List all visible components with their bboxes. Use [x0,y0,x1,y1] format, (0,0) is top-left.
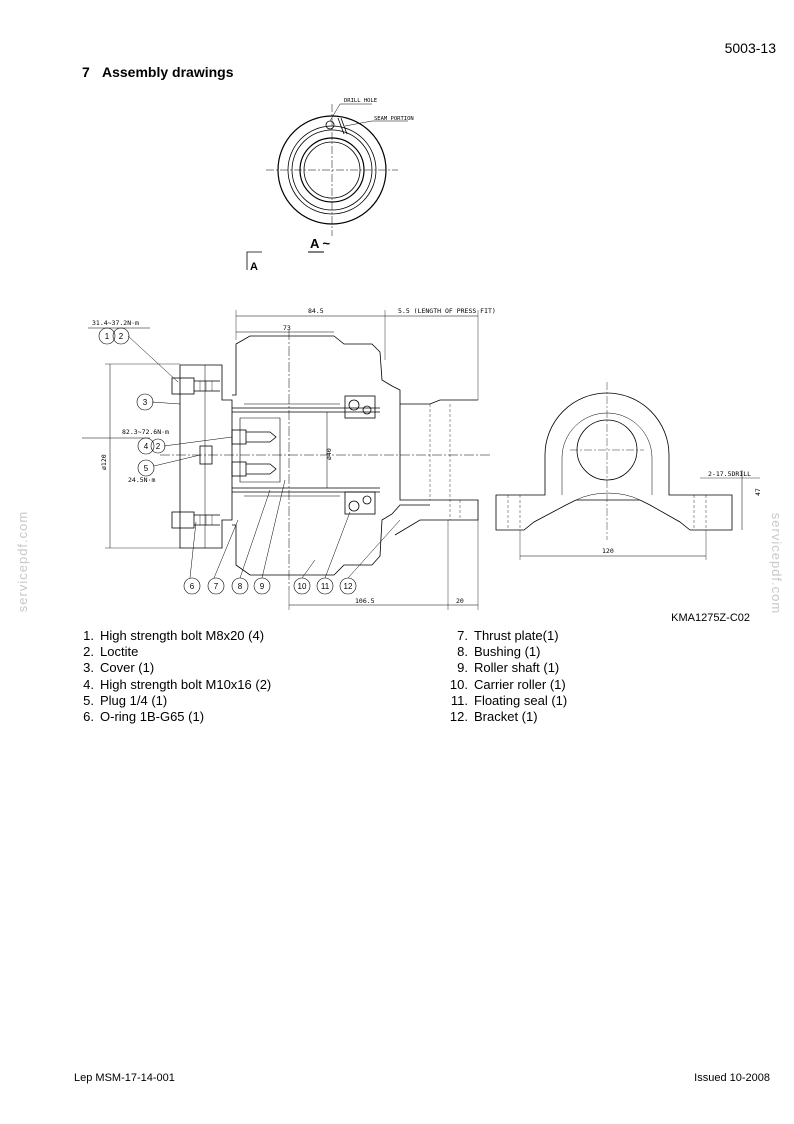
item-number: 9. [457,660,468,676]
page-number: 5003-13 [724,40,776,56]
item-number: 6. [83,709,94,725]
callout-2b: 2 [156,442,161,451]
callout-5: 5 [144,464,149,473]
dim-47: 47 [754,488,762,496]
parts-list-left: 1. High strength bolt M8x20 (4) 2. Loctite… [74,628,271,725]
drill-hole-label: DRILL HOLE [344,98,377,104]
item-number: 2. [83,644,94,660]
item-text: Bushing (1) [474,644,541,660]
list-item: 3. Cover (1) [74,660,271,676]
item-text: O-ring 1B-G65 (1) [100,709,205,725]
dim-120-width: 120 [602,547,614,555]
item-text: High strength bolt M8x20 (4) [100,628,265,643]
watermark-left: servicepdf.com [15,510,31,613]
dim-drill: 2-17.5DRILL [708,470,751,478]
callout-11: 11 [321,582,330,591]
list-item: 6. O-ring 1B-G65 (1) [74,709,271,725]
footer-issue-date: Issued 10-2008 [694,1072,770,1084]
leader-lines [82,327,401,579]
item-number: 3. [83,660,94,676]
item-text: Plug 1/4 (1) [100,692,168,708]
list-item: 12. Bracket (1) [448,709,567,725]
item-text: Cover (1) [100,660,155,676]
item-number: 1. [83,628,94,643]
item-number: 11. [450,692,468,708]
item-text: Loctite [100,644,139,660]
list-item: 10. Carrier roller (1) [448,677,567,693]
list-item: 2. Loctite [74,644,271,660]
bracket-side-view [495,382,760,560]
footer-document-id: Lep MSM-17-14-001 [74,1072,175,1084]
watermark-right: servicepdf.com [769,512,785,615]
list-item: 8. Bushing (1) [448,644,567,660]
list-item: 5. Plug 1/4 (1) [74,693,271,709]
section-mark: A [250,261,258,273]
item-number: 10. [449,676,468,692]
dim-dia-120: ø120 [100,454,108,470]
item-number: 12. [449,709,468,725]
item-text: High strength bolt M10x16 (2) [100,676,272,692]
item-text: Floating seal (1) [474,692,568,708]
dim-106-5: 106.5 [355,597,375,605]
callout-3: 3 [143,398,148,407]
callout-8: 8 [238,582,243,591]
list-item: 11. Floating seal (1) [448,693,567,709]
dim-torque-2: 82.3~72.6N·m [122,428,169,436]
callout-markers [98,327,357,595]
parts-list-right: 7. Thrust plate(1) 8. Bushing (1) 9. Roller… [448,628,567,725]
item-number: 4. [83,676,94,692]
dim-84-5: 84.5 [308,307,324,315]
view-mark: A ~ [310,236,331,251]
assembly-drawing: DRILL HOLE SEAM PORTION A ~ A [82,98,762,610]
drawing-reference: KMA1275Z-C02 [671,612,750,624]
callout-6: 6 [190,582,195,591]
item-number: 5. [83,692,94,708]
dim-dia-40: ø40 [325,448,333,460]
callout-2: 2 [119,332,124,341]
dim-torque-3: 24.5N·m [128,476,155,484]
list-item: 4. High strength bolt M10x16 (2) [74,677,271,693]
list-item: 1. High strength bolt M8x20 (4) [74,628,271,644]
item-number: 7. [457,628,468,643]
dim-73: 73 [283,324,291,332]
callout-9: 9 [260,582,265,591]
item-text: Roller shaft (1) [474,660,560,676]
section-number: 7 [82,64,90,80]
item-text: Bracket (1) [474,709,538,725]
item-text: Thrust plate(1) [474,628,559,643]
section-title-text: Assembly drawings [102,64,234,80]
callout-1: 1 [105,332,110,341]
callout-7: 7 [214,582,219,591]
dim-20: 20 [456,597,464,605]
callout-4: 4 [144,442,149,451]
section-title: 7 Assembly drawings [82,64,234,80]
list-item: 9. Roller shaft (1) [448,660,567,676]
cross-section-view [105,310,490,610]
item-number: 8. [457,644,468,660]
seam-portion-label: SEAM PORTION [374,116,414,122]
item-text: Carrier roller (1) [474,676,566,692]
callout-12: 12 [344,582,353,591]
list-item: 7. Thrust plate(1) [448,628,567,644]
callout-10: 10 [298,582,307,591]
seal-ring-view [246,103,408,270]
dim-press-fit: 5.5 (LENGTH OF PRESS FIT) [398,307,496,315]
dim-torque-1: 31.4~37.2N·m [92,319,139,327]
